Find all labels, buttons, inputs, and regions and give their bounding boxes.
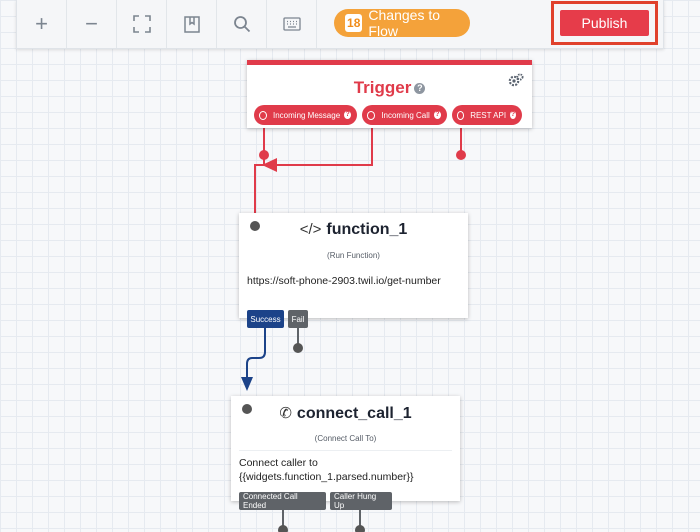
connector-incoming-call (272, 128, 373, 166)
help-icon: ? (510, 111, 516, 119)
connector-to-function (254, 156, 265, 224)
trigger-widget[interactable]: Trigger? Incoming Message? Incoming Call… (247, 60, 532, 128)
minus-icon: − (85, 11, 98, 36)
port-label: Incoming Message (273, 110, 341, 120)
expand-icon (132, 15, 151, 33)
keyboard-shortcuts-button[interactable] (267, 0, 317, 48)
widget-name: function_1 (326, 221, 408, 238)
port-caller-hung-up[interactable]: Caller Hung Up (330, 492, 392, 510)
help-icon: ? (344, 111, 351, 119)
radio-icon (457, 110, 465, 120)
divider (239, 450, 452, 451)
input-port[interactable] (242, 404, 252, 414)
zoom-in-button[interactable]: + (17, 0, 67, 48)
input-port[interactable] (250, 221, 260, 231)
trigger-port-incoming-message[interactable]: Incoming Message? (254, 105, 357, 125)
trigger-title: Trigger? (247, 78, 532, 98)
port-label: Incoming Call (381, 110, 430, 120)
arrowhead-red (262, 158, 277, 172)
radio-icon (259, 110, 267, 120)
connector-success (246, 328, 266, 380)
zoom-out-button[interactable]: − (67, 0, 117, 48)
search-button[interactable] (217, 0, 267, 48)
function-url: https://soft-phone-2903.twil.io/get-numb… (247, 275, 441, 287)
widget-title: </>function_1 (239, 221, 468, 239)
widget-name: connect_call_1 (296, 405, 412, 422)
widget-type: (Connect Call To) (314, 434, 377, 443)
port-connected-call-ended (278, 525, 288, 532)
gears-icon[interactable] (508, 73, 524, 91)
keyboard-icon (282, 17, 301, 31)
port-label: REST API (470, 110, 507, 120)
trigger-port-rest-api[interactable]: REST API? (452, 105, 522, 125)
help-icon: ? (433, 111, 441, 119)
port-fail[interactable]: Fail (288, 310, 308, 328)
changes-label: Changes to Flow (368, 7, 441, 39)
bookmark-icon (183, 15, 200, 33)
changes-to-flow-button[interactable]: 18 Changes to Flow (334, 7, 470, 39)
notes-button[interactable] (167, 0, 217, 48)
port-caller-hung-up (355, 525, 365, 532)
connect-body-line1: Connect caller to (239, 457, 318, 469)
trigger-port-incoming-call[interactable]: Incoming Call? (362, 105, 447, 125)
settings-icon (508, 73, 524, 87)
connect-body-line2: {{widgets.function_1.parsed.number}} (239, 471, 414, 483)
publish-highlight: Publish (551, 1, 658, 45)
widget-title: ✆connect_call_1 (231, 404, 460, 423)
search-icon (233, 16, 250, 33)
publish-button[interactable]: Publish (560, 10, 649, 36)
port-incoming-message (259, 150, 269, 160)
radio-icon (367, 110, 376, 120)
fit-to-screen-button[interactable] (117, 0, 167, 48)
port-connected-call-ended[interactable]: Connected Call Ended (239, 492, 326, 510)
port-rest-api (456, 150, 466, 160)
changes-count-badge: 18 (345, 14, 363, 32)
function-widget[interactable]: </>function_1 (Run Function) https://sof… (239, 213, 468, 318)
widget-type: (Run Function) (327, 251, 380, 260)
connect-body: Connect caller to {{widgets.function_1.p… (239, 456, 452, 484)
port-fail (293, 343, 303, 353)
code-icon: </> (299, 221, 322, 238)
help-icon[interactable]: ? (414, 83, 426, 95)
arrowhead-blue (241, 377, 253, 391)
toolbar: + − 18 Changes to Flow Publish (16, 0, 664, 49)
phone-icon: ✆ (279, 405, 292, 422)
plus-icon: + (35, 11, 48, 36)
port-success[interactable]: Success (247, 310, 284, 328)
trigger-title-text: Trigger (353, 78, 412, 97)
connect-call-widget[interactable]: ✆connect_call_1 (Connect Call To) Connec… (231, 396, 460, 501)
